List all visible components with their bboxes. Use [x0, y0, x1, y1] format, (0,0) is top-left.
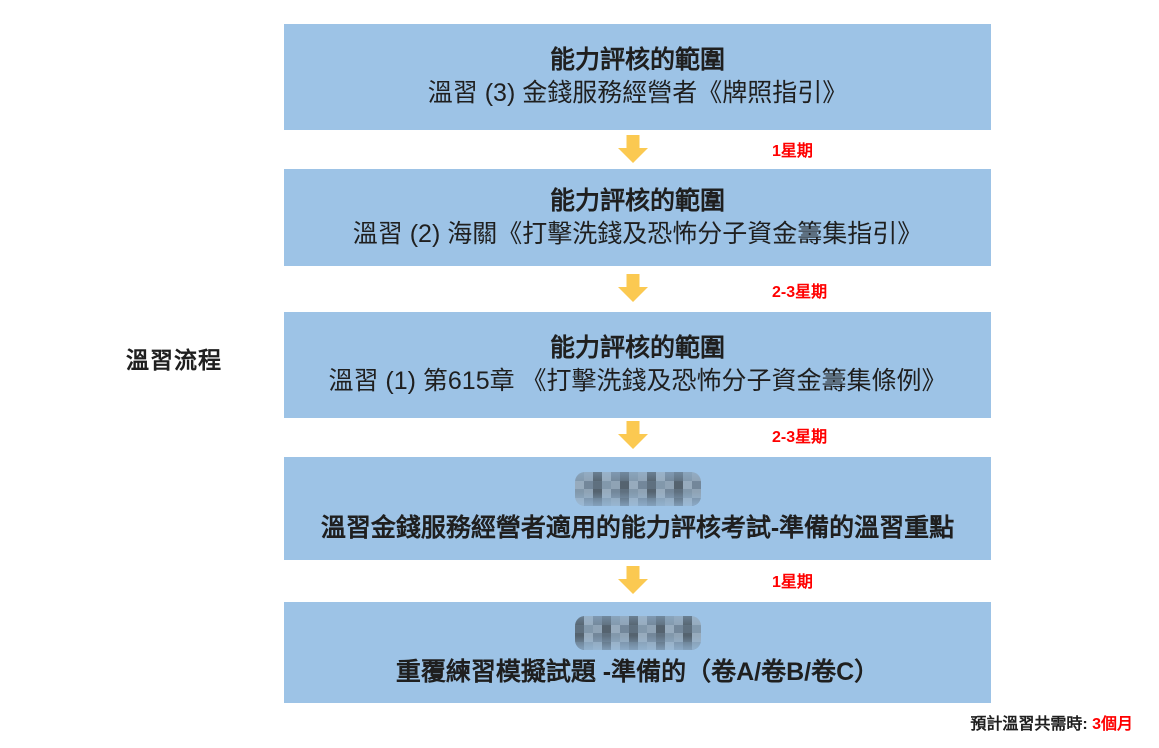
step-5-text: 重覆練習模擬試題 -準備的（卷A/卷B/卷C）	[395, 658, 880, 687]
step-3-title: 能力評核的範圍	[549, 334, 725, 362]
redacted-text	[574, 616, 701, 651]
duration-label-1: 1星期	[772, 143, 813, 160]
down-arrow-icon	[618, 566, 648, 594]
step-box-3: 能力評核的範圍 溫習 (1) 第615章 《打擊洗錢及恐怖分子資金籌集條例》	[284, 312, 991, 418]
flow-title: 溫習流程	[126, 347, 222, 373]
duration-label-3: 2-3星期	[772, 429, 828, 446]
duration-label-2: 2-3星期	[772, 284, 828, 301]
step-box-4: 溫習金錢服務經營者適用的能力評核考試-準備的溫習重點	[284, 457, 991, 560]
footer-note: 預計溫習共需時: 3個月	[970, 710, 1133, 734]
down-arrow-icon	[618, 135, 648, 163]
down-arrow-icon	[618, 274, 648, 302]
down-arrow-icon	[618, 421, 648, 449]
down-arrow-icon	[618, 566, 648, 594]
down-arrow-icon	[618, 421, 648, 449]
footer-duration: 3個月	[1092, 716, 1133, 733]
step-3-subtitle: 溫習 (1) 第615章 《打擊洗錢及恐怖分子資金籌集條例》	[328, 367, 947, 395]
footer-label: 預計溫習共需時:	[970, 716, 1093, 733]
step-box-2: 能力評核的範圍 溫習 (2) 海關《打擊洗錢及恐怖分子資金籌集指引》	[284, 169, 991, 266]
step-box-5: 重覆練習模擬試題 -準備的（卷A/卷B/卷C）	[284, 602, 991, 703]
step-2-subtitle: 溫習 (2) 海關《打擊洗錢及恐怖分子資金籌集指引》	[352, 219, 923, 248]
redacted-text	[574, 472, 701, 507]
duration-label-4: 1星期	[772, 574, 813, 591]
step-1-title: 能力評核的範圍	[549, 46, 725, 74]
step-2-title: 能力評核的範圍	[549, 186, 725, 215]
step-1-subtitle: 溫習 (3) 金錢服務經營者《牌照指引》	[427, 79, 848, 107]
down-arrow-icon	[618, 274, 648, 302]
down-arrow-icon	[618, 135, 648, 163]
step-4-text: 溫習金錢服務經營者適用的能力評核考試-準備的溫習重點	[320, 514, 955, 543]
step-box-1: 能力評核的範圍 溫習 (3) 金錢服務經營者《牌照指引》	[284, 24, 991, 130]
